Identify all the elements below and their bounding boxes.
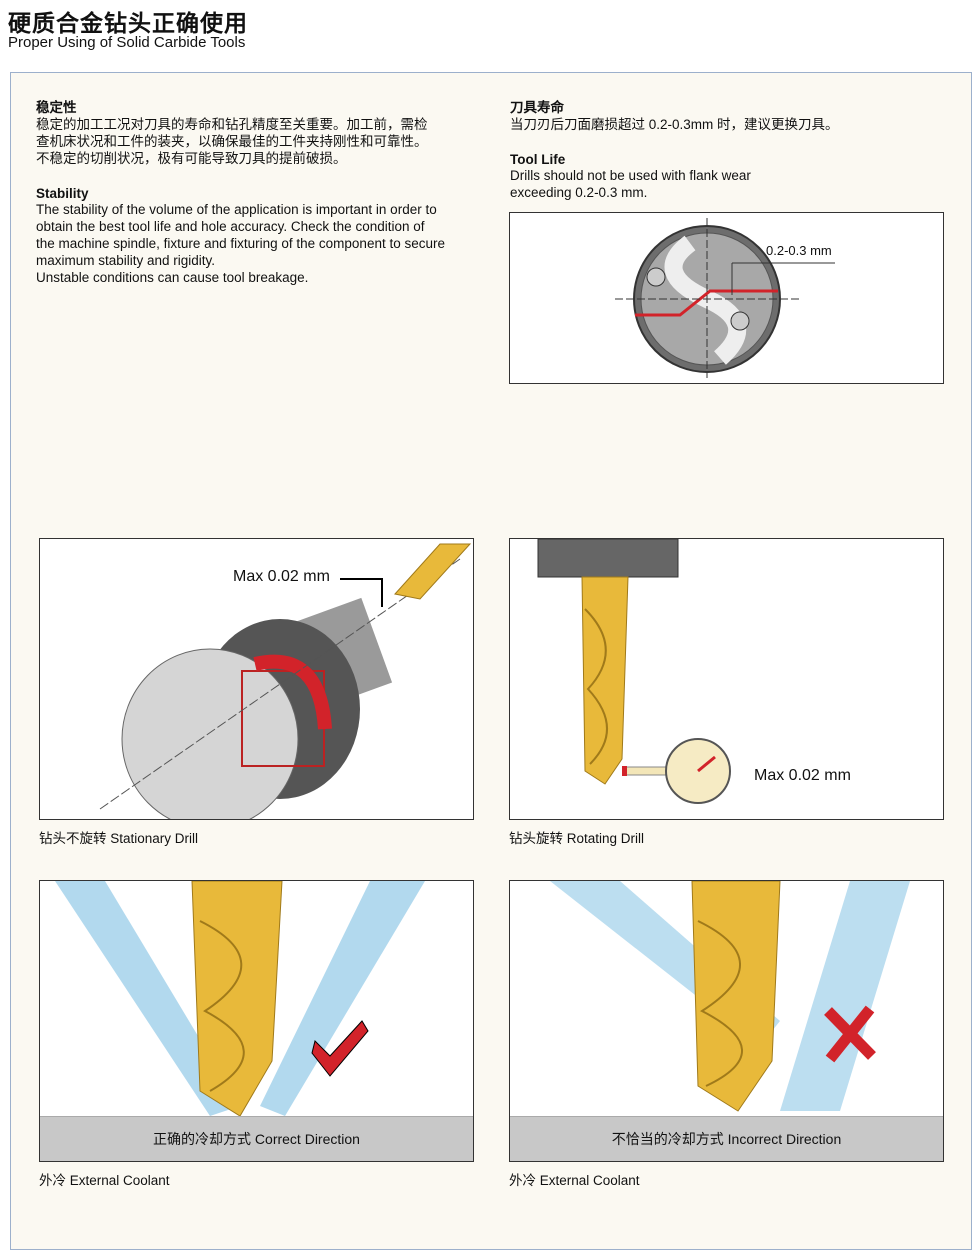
stability-en-line: maximum stability and rigidity. [36, 253, 216, 268]
incorrect-coolant-figure: 不恰当的冷却方式 Incorrect Direction [509, 880, 944, 1162]
rotating-drill-illustration-icon [537, 539, 731, 804]
stability-cn-title: 稳定性 [36, 100, 77, 115]
rotating-caption: 钻头旋转 Rotating Drill [509, 831, 645, 846]
rotating-drill-figure: Max 0.02 mm [509, 538, 944, 820]
stability-cn-line: 稳定的加工工况对刀具的寿命和钻孔精度至关重要。加工前，需检 [36, 117, 428, 132]
stability-cn-line: 不稳定的切削状况，极有可能导致刀具的提前破损。 [36, 151, 347, 166]
tool-life-cn-text: 当刀刃后刀面磨损超过 0.2-0.3mm 时，建议更换刀具。 [510, 117, 839, 132]
page-title: 硬质合金钻头正确使用 [8, 10, 248, 36]
flank-wear-diagram: 0.2-0.3 mm [509, 212, 944, 384]
tool-life-en-line: exceeding 0.2-0.3 mm. [510, 185, 648, 200]
tool-life-en-title: Tool Life [510, 152, 566, 167]
stability-en-line: The stability of the volume of the appli… [36, 202, 437, 217]
rotating-max-label: Max 0.02 mm [754, 767, 851, 784]
stability-cn-line: 查机床状况和工件的装夹，以确保最佳的工件夹持刚性和可靠性。 [36, 134, 428, 149]
stationary-max-label: Max 0.02 mm [233, 568, 330, 585]
correct-coolant-figure: 正确的冷却方式 Correct Direction [39, 880, 474, 1162]
incorrect-direction-strip: 不恰当的冷却方式 Incorrect Direction [510, 1116, 943, 1161]
tool-life-cn-title: 刀具寿命 [510, 100, 564, 115]
tool-life-en-line: Drills should not be used with flank wea… [510, 168, 751, 183]
stationary-caption: 钻头不旋转 Stationary Drill [39, 831, 199, 846]
stability-section: 稳定性 稳定的加工工况对刀具的寿命和钻孔精度至关重要。加工前，需检 查机床状况和… [36, 96, 486, 286]
incorrect-caption: 外冷 External Coolant [509, 1173, 640, 1188]
stability-en-line: the machine spindle, fixture and fixturi… [36, 236, 445, 251]
wear-label: 0.2-0.3 mm [766, 243, 832, 258]
correct-direction-strip: 正确的冷却方式 Correct Direction [40, 1116, 473, 1161]
stability-en-line: Unstable conditions can cause tool break… [36, 270, 309, 285]
correct-coolant-illustration-icon [55, 881, 425, 1117]
drill-cross-section-icon [615, 218, 835, 378]
correct-caption: 外冷 External Coolant [39, 1173, 170, 1188]
stationary-drill-figure: Max 0.02 mm [39, 538, 474, 820]
stability-en-title: Stability [36, 186, 89, 201]
page-subtitle: Proper Using of Solid Carbide Tools [8, 34, 246, 51]
incorrect-coolant-illustration-icon [550, 881, 910, 1112]
stability-en-line: obtain the best tool life and hole accur… [36, 219, 425, 234]
chuck-illustration-icon [99, 543, 472, 819]
tool-life-section: 刀具寿命 当刀刃后刀面磨损超过 0.2-0.3mm 时，建议更换刀具。 Tool… [510, 96, 950, 201]
